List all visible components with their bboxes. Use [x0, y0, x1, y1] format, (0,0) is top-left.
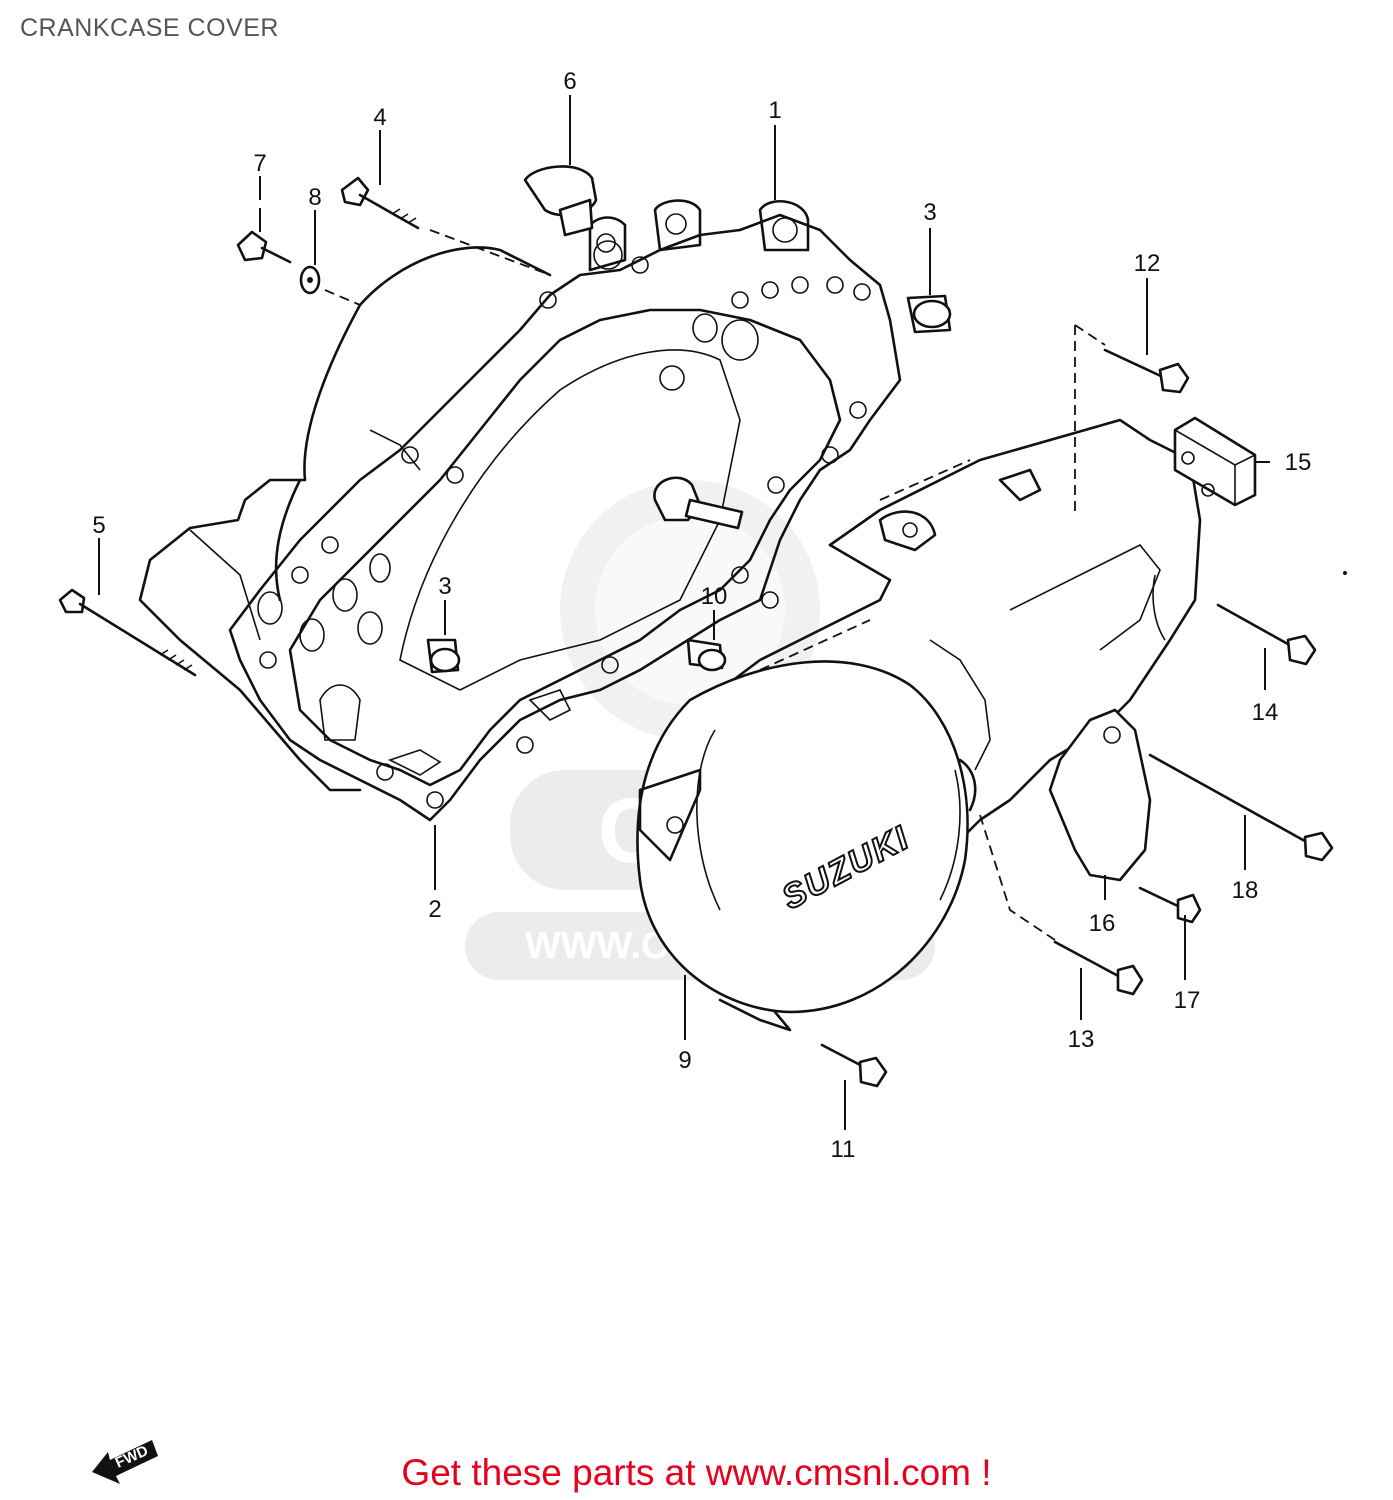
callout-11: 11	[831, 1136, 856, 1163]
washer-8	[299, 265, 321, 295]
callout-17: 17	[1174, 987, 1201, 1014]
bolt-13	[1053, 940, 1144, 996]
callout-4: 4	[373, 104, 386, 131]
crankcase-top-boss	[588, 199, 810, 530]
bolt-14	[1216, 603, 1317, 666]
page-title: CRANKCASE COVER	[20, 14, 279, 42]
dowel-pin-10	[686, 638, 727, 672]
bolt-12	[1103, 348, 1190, 394]
gasket	[228, 213, 902, 822]
bolt-11	[820, 1043, 888, 1088]
callout-10: 10	[701, 583, 728, 610]
dowel-pin-upper	[906, 294, 952, 334]
callout-3-lower: 3	[438, 573, 451, 600]
leader-lines	[98, 95, 1270, 1130]
callout-16: 16	[1089, 910, 1116, 937]
bolt-17	[1138, 886, 1202, 924]
callout-12: 12	[1134, 250, 1161, 277]
callout-8: 8	[308, 184, 321, 211]
callout-9: 9	[678, 1047, 691, 1074]
bolt-4	[340, 176, 420, 230]
bolt-5	[58, 588, 197, 677]
generator-cover: SUZUKI	[636, 418, 1202, 1032]
callout-5: 5	[92, 512, 105, 539]
callout-1: 1	[768, 97, 781, 124]
dowel-pin-lower	[426, 638, 461, 674]
sprocket-cover	[1048, 708, 1152, 882]
buy-parts-banner[interactable]: Get these parts at www.cmsnl.com !	[401, 1452, 992, 1493]
callout-15: 15	[1285, 449, 1312, 476]
cable-guide-block	[1173, 416, 1257, 507]
crankcase-half-outline	[138, 246, 552, 792]
callout-7: 7	[253, 150, 266, 177]
callout-labels: 1 2 3 3 4 5 6 7 8 9 10 11 12 13 14 15 16…	[92, 68, 1311, 1163]
bolt-18	[1148, 753, 1334, 862]
oil-filler-cap	[523, 165, 623, 270]
callout-18: 18	[1232, 877, 1259, 904]
callout-13: 13	[1068, 1026, 1095, 1053]
callout-2: 2	[428, 896, 441, 923]
callout-3-upper: 3	[923, 199, 936, 226]
callout-14: 14	[1252, 699, 1279, 726]
bolt-7	[236, 230, 292, 264]
callout-6: 6	[563, 68, 576, 95]
